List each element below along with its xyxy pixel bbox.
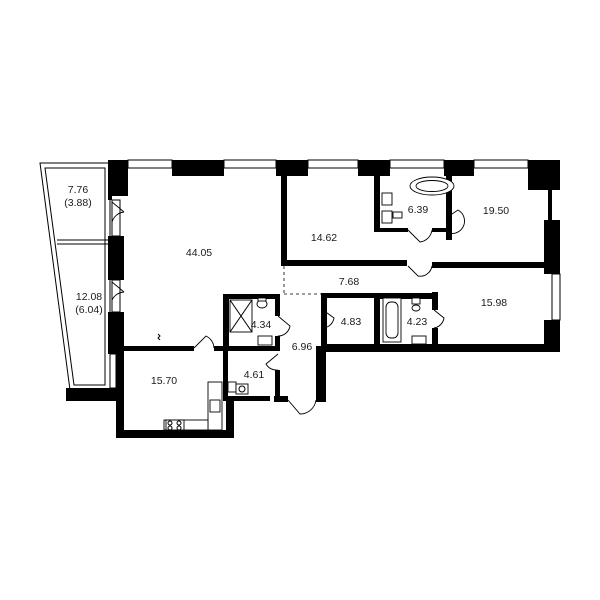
sink-icon bbox=[411, 335, 427, 345]
exterior-walls bbox=[108, 160, 560, 438]
toilet-icon bbox=[256, 297, 268, 309]
area-loggia-bottom-reduced: (6.04) bbox=[75, 304, 102, 316]
area-corridor: 7.68 bbox=[339, 276, 360, 288]
area-bedroom-top-right: 19.50 bbox=[483, 205, 509, 217]
sink-icon bbox=[257, 335, 273, 346]
windows bbox=[109, 159, 561, 389]
bathtub-icon bbox=[382, 297, 402, 343]
area-loggia-top-reduced: (3.88) bbox=[64, 197, 91, 209]
toilet-icon bbox=[227, 381, 237, 393]
bathtub-icon bbox=[409, 176, 455, 196]
shower-icon bbox=[229, 299, 253, 333]
room-labels: 7.76 (3.88) 12.08 (6.04) 44.05 14.62 6.3… bbox=[64, 184, 509, 387]
sink-icon bbox=[235, 383, 249, 395]
toilet-icon bbox=[392, 211, 403, 219]
stove-icon bbox=[165, 419, 185, 431]
sink-icon bbox=[381, 192, 393, 224]
toilet-icon bbox=[411, 297, 421, 312]
openings bbox=[283, 266, 321, 295]
area-hall: 6.96 bbox=[292, 341, 313, 353]
area-wc: 4.61 bbox=[244, 369, 265, 381]
area-kitchen: 15.70 bbox=[151, 375, 177, 387]
sink-icon bbox=[209, 399, 221, 413]
fixtures bbox=[157, 176, 455, 431]
area-bath-master: 6.39 bbox=[408, 204, 429, 216]
area-loggia-top: 7.76 bbox=[68, 184, 89, 196]
area-living: 44.05 bbox=[186, 247, 212, 259]
doors bbox=[111, 201, 465, 415]
interior-walls bbox=[124, 176, 544, 401]
loggia-outline bbox=[39, 162, 116, 401]
area-bedroom-middle: 14.62 bbox=[311, 232, 337, 244]
area-bedroom-bottom-right: 15.98 bbox=[481, 297, 507, 309]
radiator-icon bbox=[157, 333, 161, 341]
area-bathroom: 4.23 bbox=[407, 316, 428, 328]
area-storage: 4.83 bbox=[341, 316, 362, 328]
area-shower-room: 4.34 bbox=[251, 319, 272, 331]
area-loggia-bottom: 12.08 bbox=[76, 291, 102, 303]
